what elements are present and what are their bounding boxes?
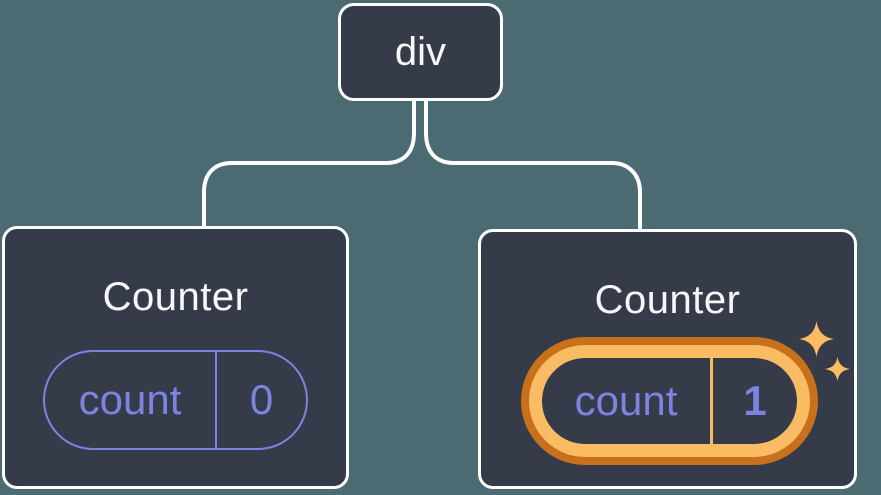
state-pill-left: count 0 [43,350,308,450]
state-pill-glow-ring: count 1 [529,345,810,457]
counter-card-left-title: Counter [102,275,249,319]
counter-card-right-title: Counter [594,278,741,322]
root-node-label: div [394,29,447,74]
sparkle-icon-small [825,357,850,381]
state-key-label: count [45,352,217,448]
counter-card-right: Counter count 1 [478,229,857,489]
connector-branch-right [424,100,642,231]
state-key-label: count [542,358,713,444]
state-value: 1 [743,377,767,424]
counter-card-left: Counter count 0 [2,226,349,489]
state-pill-core: count 1 [542,358,797,444]
sparkles-icon [799,321,834,357]
state-pill-highlighted: count 1 [521,337,818,465]
root-node-div: div [338,3,503,101]
connector-branch-left [202,100,416,228]
state-value: 0 [249,376,274,423]
